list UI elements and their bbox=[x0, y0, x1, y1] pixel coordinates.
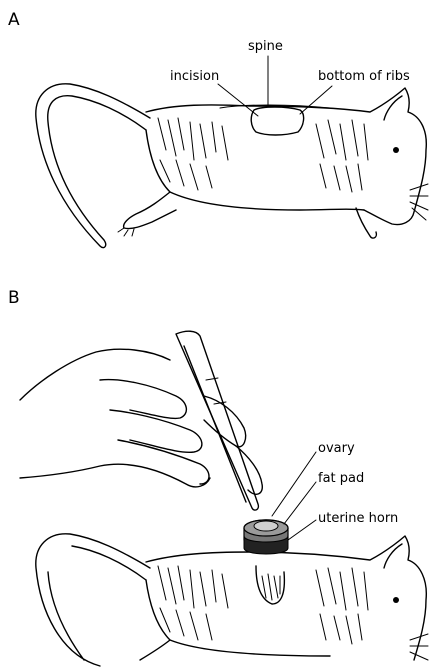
incision-label: incision bbox=[170, 70, 219, 83]
uterine-horn-label: uterine horn bbox=[318, 512, 398, 525]
panel-a-letter: A bbox=[8, 12, 20, 29]
ovary-label: ovary bbox=[318, 442, 355, 455]
panel-a-rat bbox=[36, 56, 428, 248]
panel-b-letter: B bbox=[8, 290, 20, 307]
fat-pad-label: fat pad bbox=[318, 472, 364, 485]
panel-b-rat bbox=[20, 331, 428, 666]
spine-label: spine bbox=[248, 40, 283, 53]
bottom-of-ribs-label: bottom of ribs bbox=[318, 70, 410, 83]
